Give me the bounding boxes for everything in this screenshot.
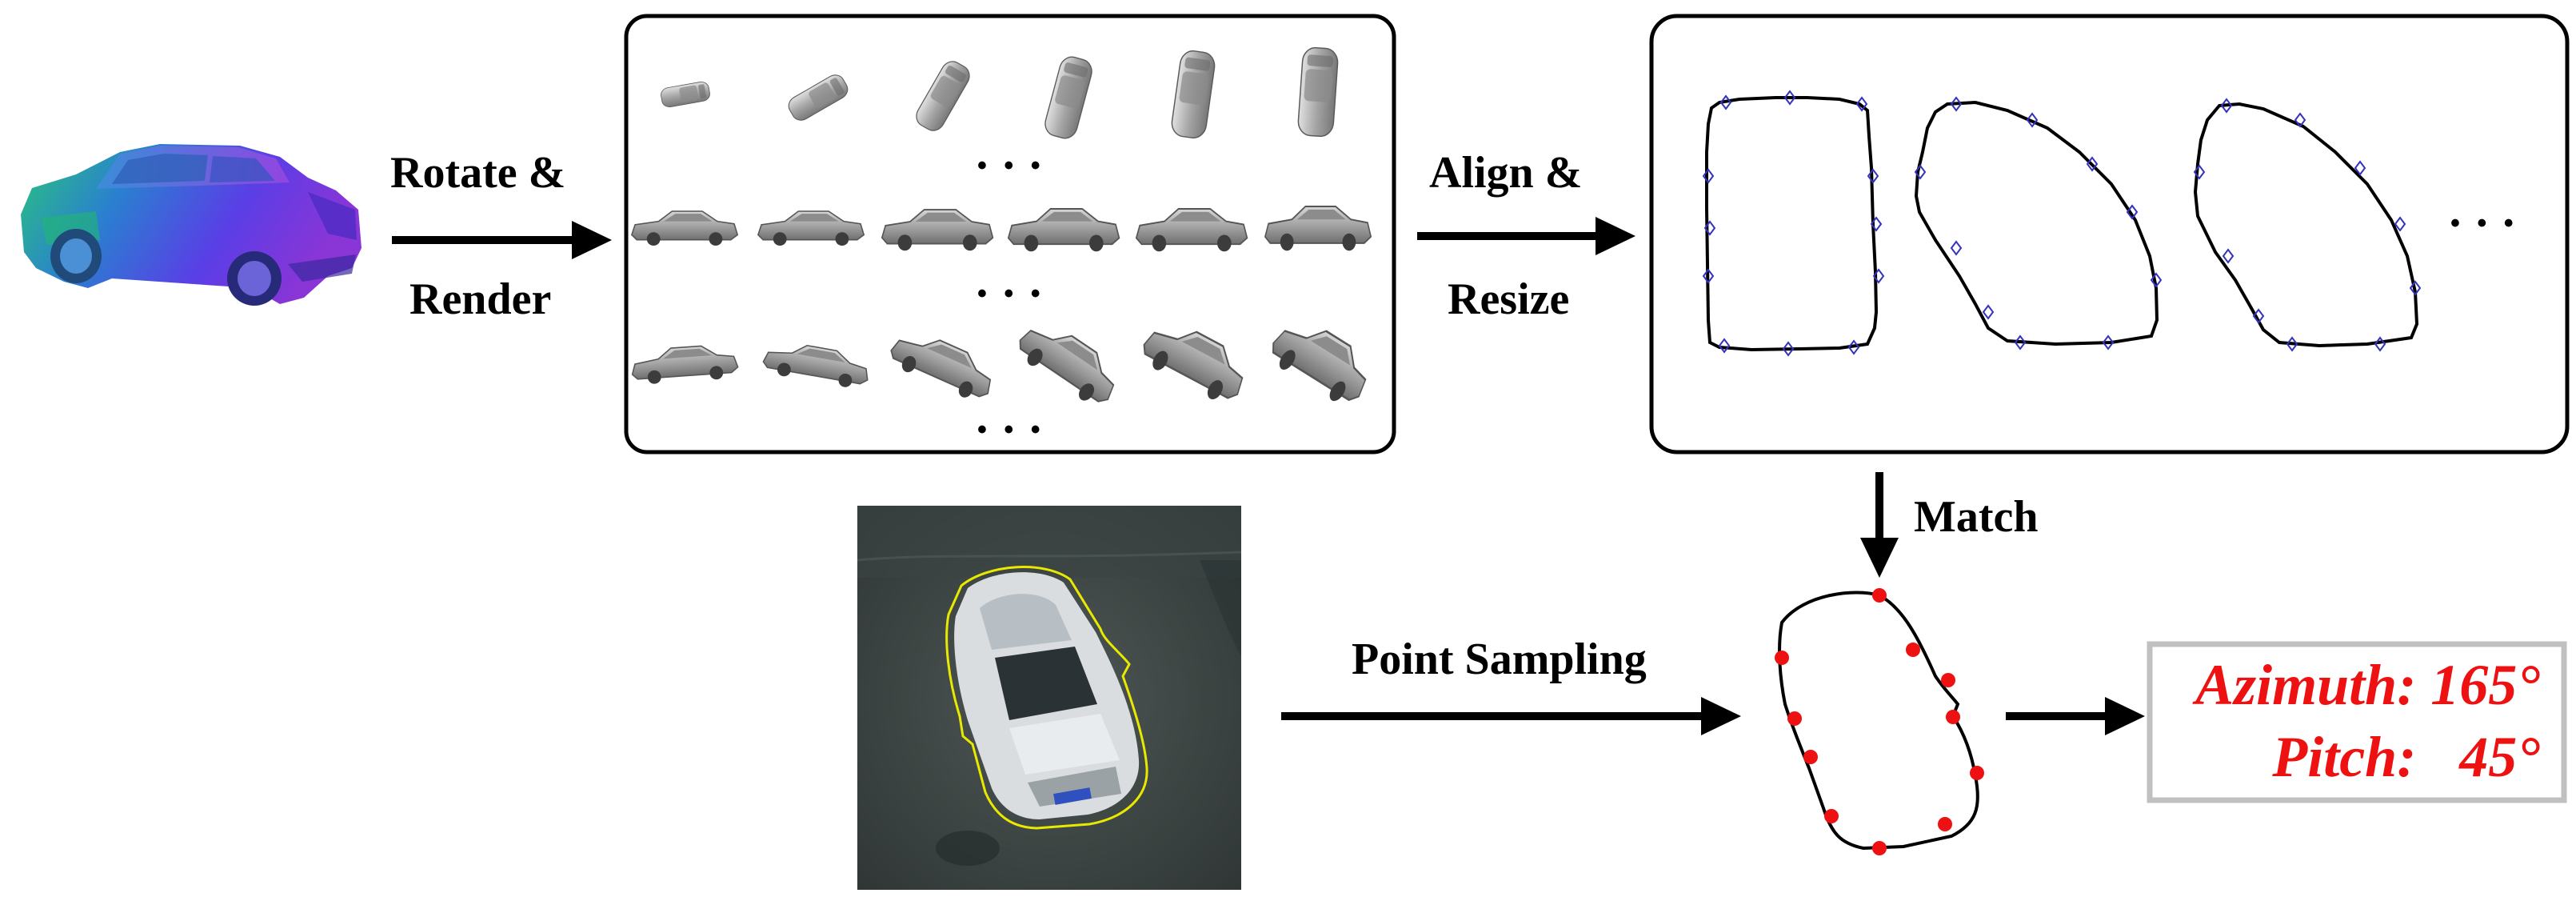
contour-templates-box [1649,14,2570,455]
result-box [2147,641,2567,803]
rendered-views-box [624,14,1396,455]
rotate-render-arrow [392,221,612,259]
car-contour-templates [1705,96,2419,352]
rotate-label: Rotate & [390,148,566,198]
ellipsis-row3: • • • [977,414,1045,445]
aerial-car-photo [857,506,1242,890]
result-arrow [2006,697,2145,735]
ellipsis-row2: • • • [977,278,1045,309]
point-sampling-label: Point Sampling [1352,635,1647,684]
match-arrow [1860,472,1899,578]
point-sampling-arrow [1281,697,1741,735]
match-label: Match [1914,492,2039,542]
render-label: Render [409,274,552,324]
azimuth-value: Azimuth: 165° [2195,653,2540,717]
align-resize-arrow [1417,217,1635,255]
ellipsis-row1: • • • [977,150,1045,181]
contour-markers [1702,90,2422,357]
align-label: Align & [1429,148,1583,198]
ellipsis-contours: • • • [2450,208,2518,238]
rendered-car-views [629,46,1380,413]
pitch-value: Pitch: 45° [2272,725,2540,789]
sampled-contour [1775,588,1984,855]
resize-label: Resize [1448,274,1570,324]
3d-car-model-icon [21,144,361,306]
